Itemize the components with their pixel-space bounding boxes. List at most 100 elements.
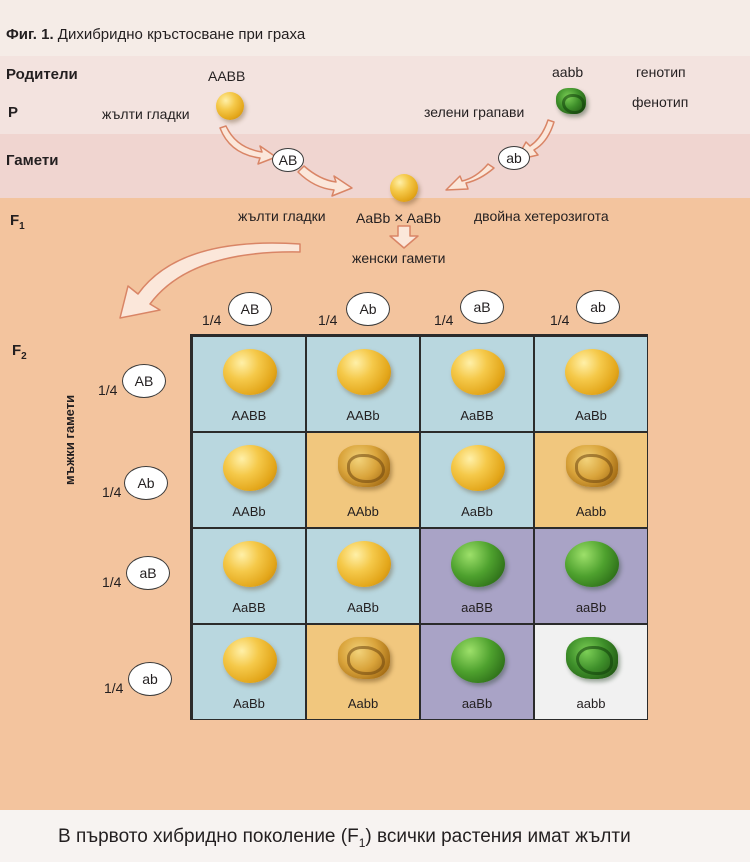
yellow-smooth-pea-icon [223,349,277,395]
green-wrinkled-pea-icon [556,88,586,115]
punnett-cell: aaBB [420,528,534,624]
punnett-cell: AABB [192,336,306,432]
yellow-smooth-pea-icon [451,349,505,395]
left-gamete-oval: AB [272,148,304,172]
punnett-cell: AaBB [420,336,534,432]
yellow-smooth-pea-icon [216,92,244,120]
genotype-label: AaBb [347,600,379,615]
bottom-text-band [0,810,750,862]
female-gametes-label: женски гамети [352,250,446,266]
genotype-label: AaBB [232,600,266,615]
left-parent-genotype: AABB [208,68,246,84]
col-gamete-3: aB [460,290,504,324]
genotype-label: AABb [346,408,380,423]
cross-symbol: × [394,210,404,227]
punnett-cell: aaBb [420,624,534,720]
punnett-cell: AABb [192,432,306,528]
yellow-wrinkled-pea-icon [338,637,390,679]
yellow-smooth-pea-icon [565,349,619,395]
punnett-cell: aabb [534,624,648,720]
green-smooth-pea-icon [451,541,505,587]
punnett-cell: AABb [306,336,420,432]
row-gamete-3: aB [126,556,170,590]
row-fraction-2: 1/4 [102,484,122,500]
punnett-cell: AaBb [420,432,534,528]
yellow-smooth-pea-icon [223,541,277,587]
f2-label-sub: 2 [21,351,27,362]
f1-phenotype: жълти гладки [238,208,326,224]
green-smooth-pea-icon [451,637,505,683]
row-fraction-4: 1/4 [104,680,124,696]
f1-label-sub: 1 [19,221,25,232]
punnett-cell: AaBb [534,336,648,432]
f2-label-letter: F [12,342,22,359]
row-gamete-2: Ab [124,466,168,500]
arrow-right-gamete-to-f1 [445,163,495,191]
genotype-label: Aabb [575,504,607,519]
yellow-smooth-pea-icon [223,445,277,491]
row-fraction-1: 1/4 [98,382,118,398]
body-text-sub: 1 [358,835,366,850]
f1-label-letter: F [10,212,20,229]
row-gamete-4: ab [128,662,172,696]
parents-label: Родители [6,66,78,83]
yellow-smooth-pea-icon [223,637,277,683]
genotype-label: AaBb [233,696,265,711]
genotype-label: AaBb [461,504,493,519]
genotype-label: aaBB [461,600,493,615]
genotype-label: AAbb [347,504,379,519]
right-parent-genotype: aabb [552,64,584,80]
genotype-label: aaBb [461,696,493,711]
f1-label: F1 [10,212,25,232]
punnett-cell: Aabb [306,624,420,720]
p-generation-label: P [8,104,19,121]
col-fraction-4: 1/4 [550,312,570,328]
punnett-cell: AaBB [192,528,306,624]
arrow-left-gamete-to-f1 [297,165,353,197]
f1-pea-icon [390,174,418,202]
genotype-label: AABb [232,504,266,519]
body-text-after: ) всички растения имат жълти [365,826,631,847]
right-gamete-oval: ab [498,146,530,170]
yellow-smooth-pea-icon [337,541,391,587]
arrow-left-parent-to-gamete [219,125,277,165]
phenotype-label: фенотип [632,94,689,110]
f1-note: двойна хетерозигота [474,208,609,224]
punnett-cell: AaBb [192,624,306,720]
left-parent-phenotype: жълти гладки [102,106,190,122]
yellow-smooth-pea-icon [337,349,391,395]
f2-label: F2 [12,342,27,362]
arrow-down-to-female-gametes [389,225,419,249]
male-gametes-label: мъжки гамети [62,394,77,485]
genotype-label: aabb [576,696,606,711]
yellow-wrinkled-pea-icon [338,445,390,487]
yellow-smooth-pea-icon [451,445,505,491]
body-text-before: В първото хибридно поколение (F [58,826,359,847]
col-gamete-4: ab [576,290,620,324]
col-gamete-1: AB [228,292,272,326]
col-gamete-2: Ab [346,292,390,326]
punnett-cell: Aabb [534,432,648,528]
yellow-wrinkled-pea-icon [566,445,618,487]
row-gamete-1: AB [122,364,166,398]
green-wrinkled-pea-icon [566,637,618,679]
genotype-label: AABB [231,408,267,423]
gametes-label: Гамети [6,152,59,169]
genotype-label: Aabb [347,696,379,711]
figure-caption: Фиг. 1. Дихибридно кръстосване при граха [6,26,305,43]
gametes-band [0,134,750,198]
col-fraction-3: 1/4 [434,312,454,328]
right-parent-phenotype: зелени грапави [424,104,525,120]
body-text-line: В първото хибридно поколение (F1) всички… [58,826,631,850]
arrow-curve-to-male-gametes [119,242,301,319]
genotype-label: генотип [636,64,686,80]
punnett-cell: AaBb [306,528,420,624]
col-fraction-2: 1/4 [318,312,338,328]
green-smooth-pea-icon [565,541,619,587]
row-fraction-3: 1/4 [102,574,122,590]
f1-cross: AaBb × AaBb [356,210,441,228]
figure-number: Фиг. 1. [6,26,54,43]
